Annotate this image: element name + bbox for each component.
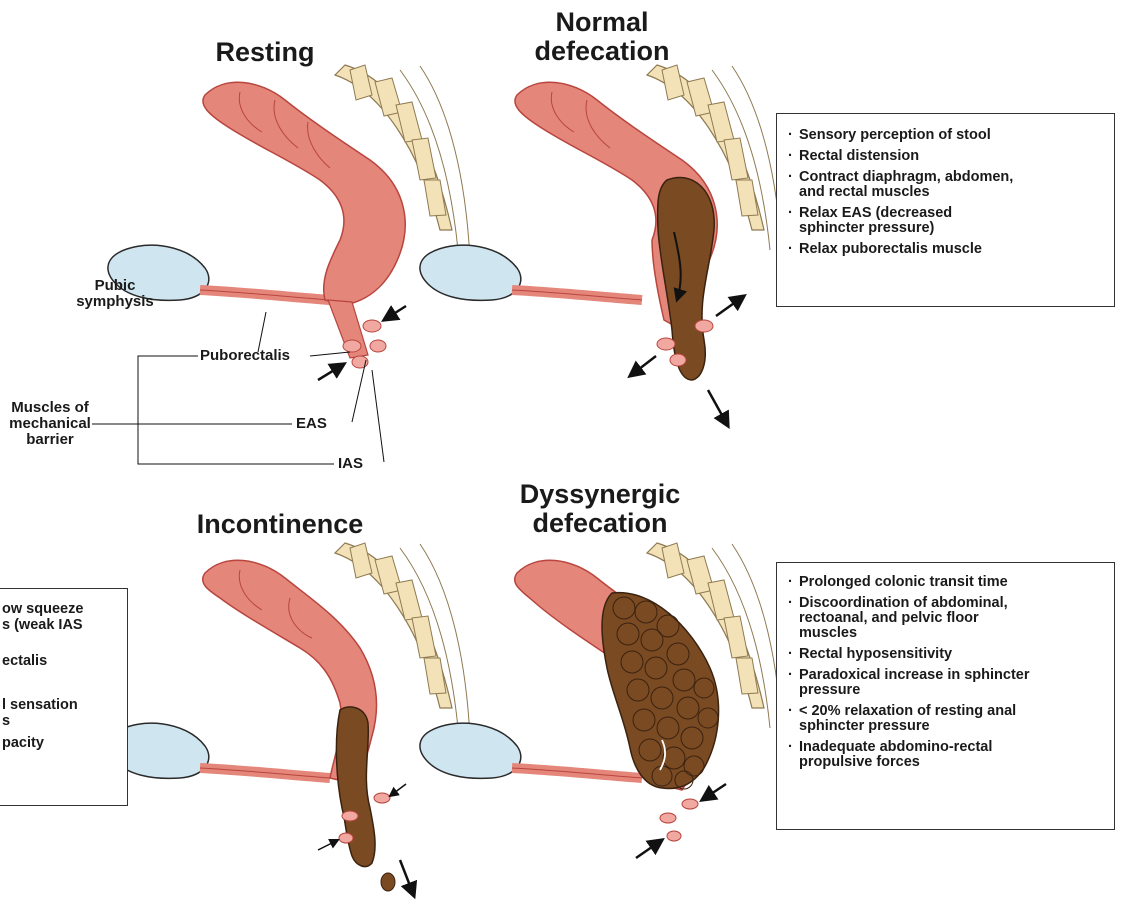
incontinence-note: pacity: [2, 735, 123, 751]
incontinence-note: ow squeeze s (weak IAS: [2, 601, 123, 633]
title-incontinence: Incontinence: [180, 510, 380, 539]
dyssynergic-panel: [420, 543, 782, 858]
incontinence-panel: [108, 543, 470, 896]
label-pubic-symphysis: Pubic symphysis: [60, 278, 170, 310]
incontinence-note: l sensation s: [2, 697, 123, 729]
dyssynergic-note: Discoordination of abdominal, rectoanal,…: [787, 596, 1104, 641]
normal-notes-box: Sensory perception of stool Rectal diste…: [776, 113, 1115, 307]
label-eas: EAS: [296, 416, 327, 432]
dyssynergic-notes-box: Prolonged colonic transit time Discoordi…: [776, 562, 1115, 830]
resting-panel: [92, 65, 470, 464]
colon-resting: [203, 82, 405, 305]
normal-panel: [420, 65, 782, 426]
label-ias: IAS: [338, 456, 363, 472]
incontinence-note: ectalis: [2, 653, 123, 669]
normal-note: Sensory perception of stool: [787, 128, 1104, 143]
dyssynergic-note: Paradoxical increase in sphincter pressu…: [787, 668, 1104, 698]
title-normal-defecation: Normal defecation: [512, 8, 692, 66]
label-muscles-barrier: Muscles of mechanical barrier: [0, 400, 100, 448]
normal-note: Contract diaphragm, abdomen, and rectal …: [787, 170, 1104, 200]
normal-note: Relax EAS (decreased sphincter pressure): [787, 206, 1104, 236]
dyssynergic-note: Inadequate abdomino-rectal propulsive fo…: [787, 740, 1104, 770]
dyssynergic-note: Prolonged colonic transit time: [787, 575, 1104, 590]
title-dyssynergic-defecation: Dyssynergic defecation: [505, 480, 695, 538]
incontinence-notes-box: ow squeeze s (weak IAS ectalis l sensati…: [0, 588, 128, 806]
label-puborectalis: Puborectalis: [200, 348, 290, 364]
normal-note: Relax puborectalis muscle: [787, 242, 1104, 257]
dyssynergic-note: < 20% relaxation of resting anal sphinct…: [787, 704, 1104, 734]
title-resting: Resting: [200, 38, 330, 67]
normal-note: Rectal distension: [787, 149, 1104, 164]
dyssynergic-note: Rectal hyposensitivity: [787, 647, 1104, 662]
